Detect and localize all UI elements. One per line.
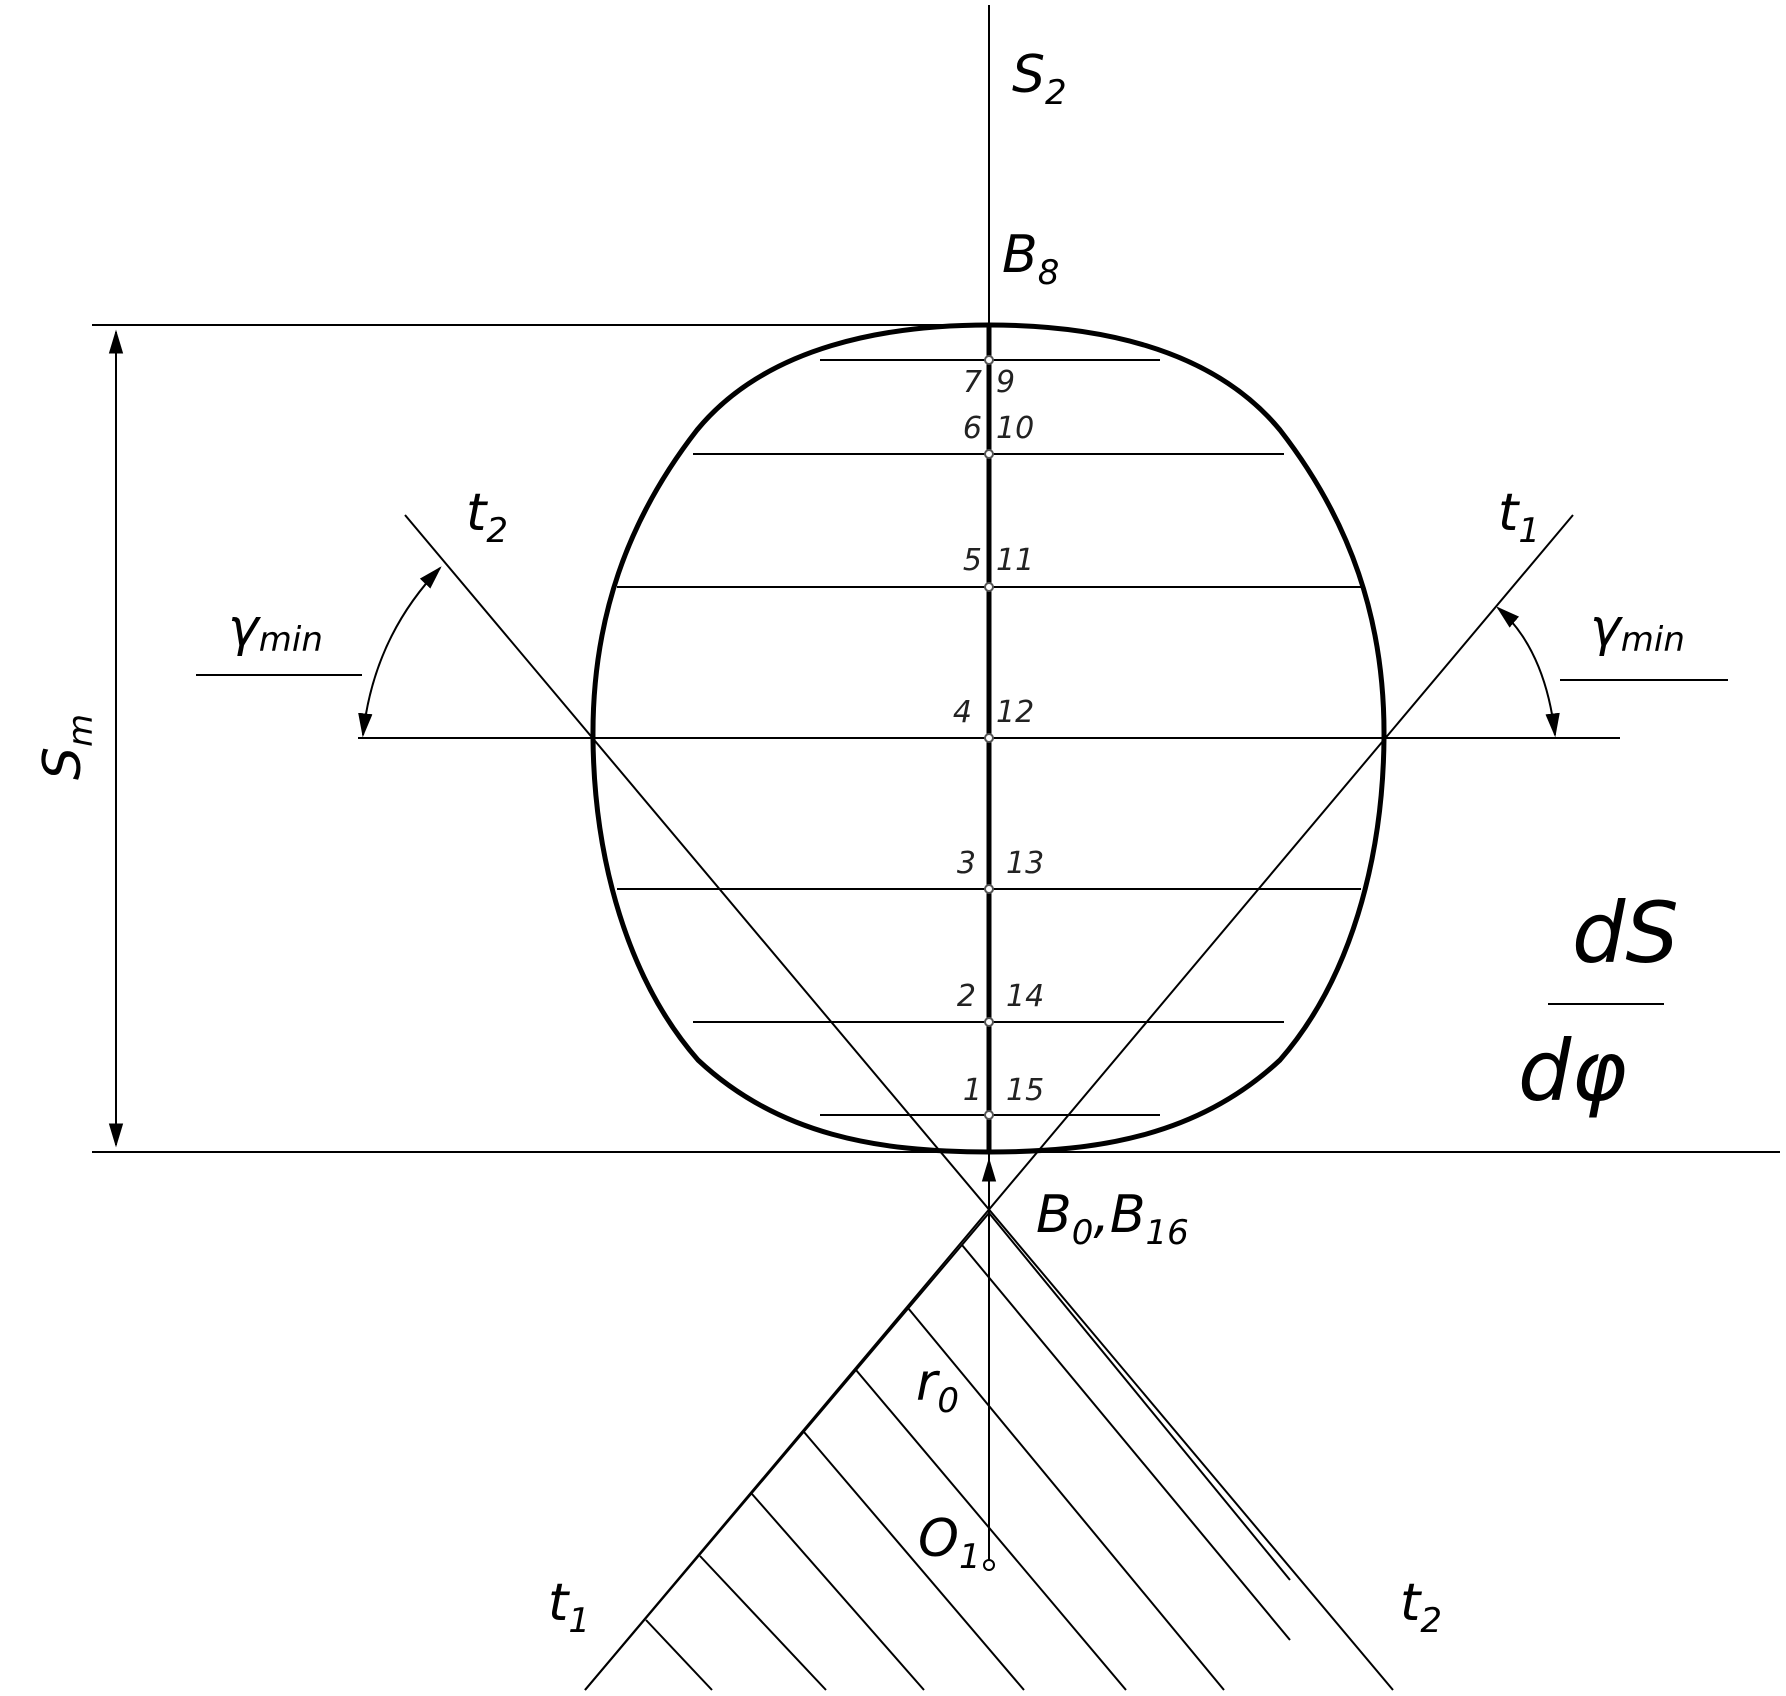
point-number: 1 xyxy=(963,1073,982,1108)
gamma-left-arc xyxy=(358,566,442,738)
point-number: 3 xyxy=(957,846,976,881)
point-numbers-right: 9 10 11 12 13 14 15 xyxy=(996,365,1044,1108)
t1-bottom-label: t1 xyxy=(548,1573,590,1641)
gamma-right-arc xyxy=(1496,606,1560,738)
point-number: 11 xyxy=(996,543,1034,578)
point-number: 14 xyxy=(1006,979,1044,1014)
point-number: 6 xyxy=(963,411,982,446)
point-number: 15 xyxy=(1006,1073,1044,1108)
t2-bottom-label: t2 xyxy=(1400,1573,1442,1641)
r0-label: r0 xyxy=(916,1353,959,1421)
dphi-label: dφ xyxy=(1518,1022,1627,1120)
point-number: 9 xyxy=(996,365,1015,400)
point-number: 12 xyxy=(996,695,1034,730)
point-number: 10 xyxy=(996,411,1034,446)
axis-point-markers xyxy=(984,355,994,1120)
o1-point xyxy=(983,1559,995,1571)
bottom-vertex-line-left xyxy=(584,1212,990,1691)
t1-top-label: t1 xyxy=(1498,483,1540,551)
point-number: 7 xyxy=(963,365,982,400)
s2-label: S2 xyxy=(1012,45,1067,113)
ds-label: dS xyxy=(1572,884,1679,982)
b8-label: B8 xyxy=(1002,225,1059,293)
gamma-min-right-label: γmin xyxy=(1590,598,1685,660)
t2-top-label: t2 xyxy=(466,483,508,551)
point-numbers-left: 7 6 5 4 3 2 1 xyxy=(953,365,982,1108)
point-number: 2 xyxy=(957,979,976,1014)
point-number: 13 xyxy=(1006,846,1044,881)
o1-label: O1 xyxy=(918,1509,981,1577)
point-number: 4 xyxy=(953,695,972,730)
bottom-vertex-line-right xyxy=(988,1212,1291,1581)
gamma-min-left-label: γmin xyxy=(228,598,323,660)
tangent-t2 xyxy=(404,514,1394,1691)
sm-label: Sm xyxy=(33,714,101,780)
hatching xyxy=(645,1244,1291,1691)
b0-b16-label: B0,B16 xyxy=(1036,1185,1189,1253)
point-number: 5 xyxy=(963,543,982,578)
